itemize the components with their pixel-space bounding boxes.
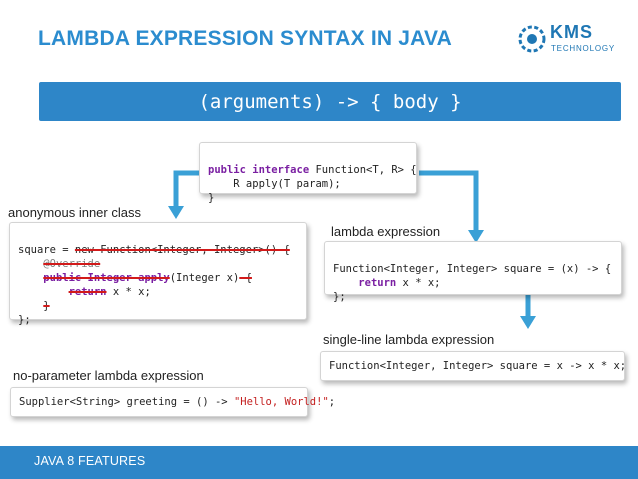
syntax-banner-text: (arguments) -> { body }	[198, 91, 462, 113]
anon-line-5: }	[43, 300, 50, 312]
anon-line-6: };	[18, 314, 31, 326]
label-lambda-expression: lambda expression	[331, 224, 441, 239]
logo-brand: KMS	[550, 22, 593, 42]
anon-line-1: square = new Function<Integer, Integer>(…	[18, 244, 290, 256]
interface-code-box: public interface Function<T, R> { R appl…	[199, 142, 417, 204]
arrow-to-lambda	[419, 170, 479, 232]
anon-line-2: @Override	[43, 258, 101, 270]
single-line-code-box: Function<Integer, Integer> square = x ->…	[320, 351, 627, 381]
company-logo: KMS TECHNOLOGY	[517, 20, 627, 60]
arrowhead-single-line	[520, 316, 536, 329]
syntax-banner: (arguments) -> { body }	[39, 82, 621, 121]
label-single-line-lambda: single-line lambda expression	[323, 332, 495, 347]
anon-line-3: public Integer apply(Integer x) {	[43, 272, 252, 284]
single-line-code: Function<Integer, Integer> square = x ->…	[329, 360, 627, 372]
interface-line-1: public interface Function<T, R> {	[208, 164, 417, 176]
footer-text: JAVA 8 FEATURES	[34, 454, 146, 468]
footer-bar: JAVA 8 FEATURES	[0, 446, 638, 479]
label-no-parameter-lambda: no-parameter lambda expression	[13, 368, 204, 383]
interface-line-2: R apply(T param);	[208, 178, 341, 190]
no-param-code: Supplier<String> greeting = () -> "Hello…	[19, 396, 336, 408]
interface-line-3: }	[208, 192, 215, 204]
slide-title: LAMBDA EXPRESSION SYNTAX IN JAVA	[38, 27, 453, 50]
arrow-to-anonymous	[173, 170, 200, 208]
logo-subtitle: TECHNOLOGY	[551, 44, 616, 53]
logo-mark-icon	[518, 25, 546, 53]
no-parameter-code-box: Supplier<String> greeting = () -> "Hello…	[10, 387, 335, 417]
label-anonymous-inner-class: anonymous inner class	[8, 205, 141, 220]
arrowhead-lambda	[468, 230, 484, 243]
lambda-line-1: Function<Integer, Integer> square = (x) …	[333, 263, 612, 275]
lambda-line-2: return x * x;	[358, 277, 441, 289]
lambda-code-box: Function<Integer, Integer> square = (x) …	[324, 241, 622, 303]
anon-line-4: return x * x;	[68, 286, 151, 298]
arrowhead-anonymous	[168, 206, 184, 219]
lambda-line-3: };	[333, 291, 346, 303]
anonymous-class-code-box: square = new Function<Integer, Integer>(…	[9, 222, 307, 326]
